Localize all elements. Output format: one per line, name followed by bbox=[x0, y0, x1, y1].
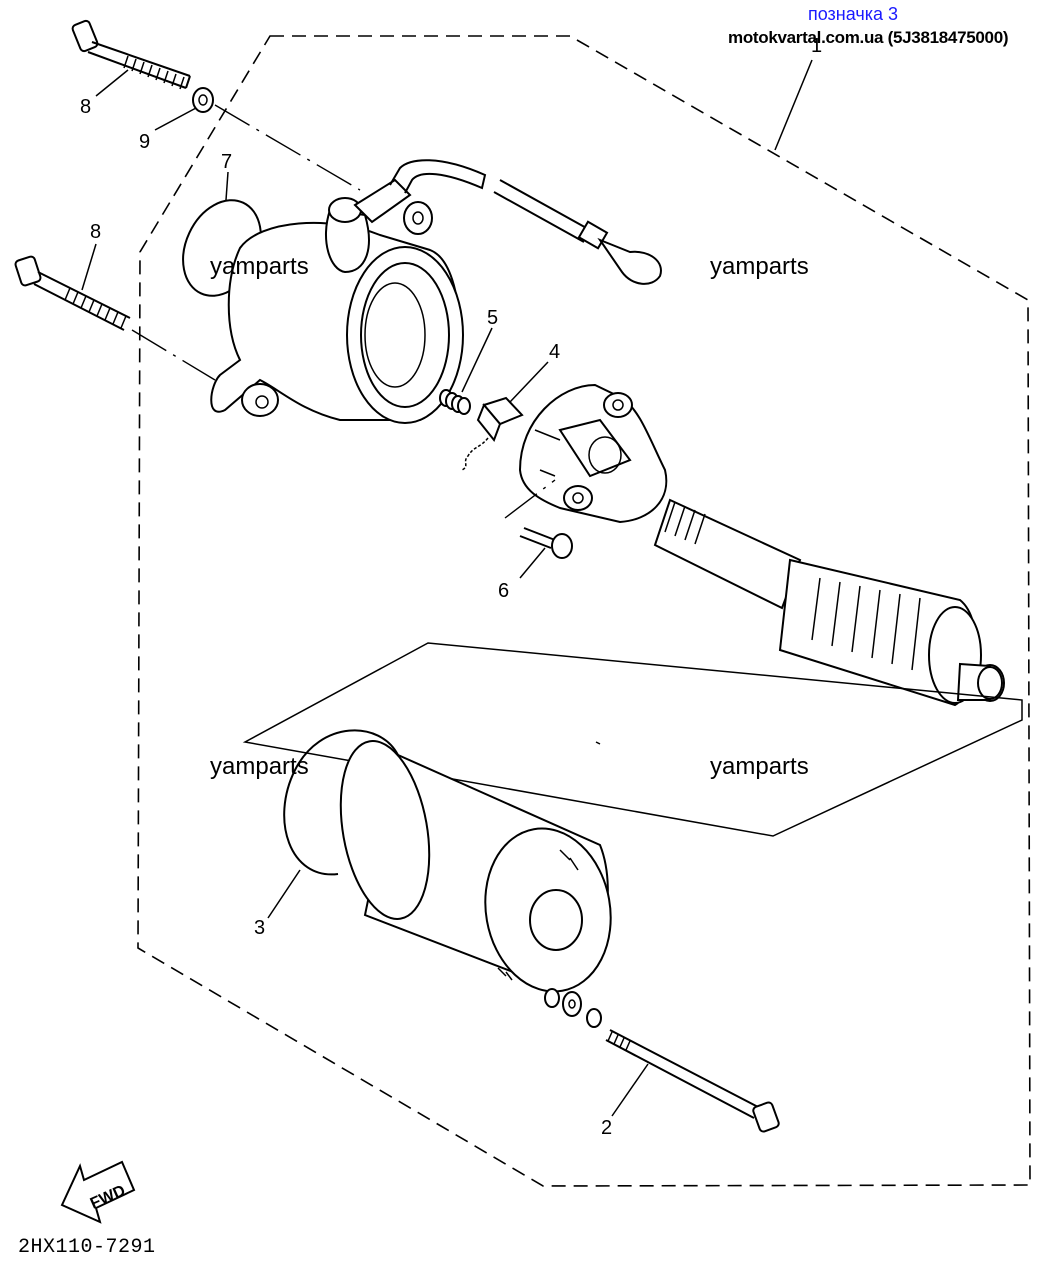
callout-1: 1 bbox=[811, 35, 822, 57]
leader-4 bbox=[509, 361, 549, 403]
diagram-code: 2HX110-7291 bbox=[18, 1236, 156, 1259]
axis-plate bbox=[504, 479, 556, 519]
bolt-2 bbox=[605, 1029, 780, 1133]
leader-3 bbox=[267, 869, 301, 919]
watermark: yamparts bbox=[210, 253, 309, 280]
leader-2 bbox=[611, 1063, 649, 1117]
callout-9: 9 bbox=[139, 131, 150, 153]
leader-6 bbox=[519, 547, 546, 579]
callout-2: 2 bbox=[601, 1117, 612, 1139]
callout-7: 7 bbox=[221, 151, 232, 173]
washer-9 bbox=[192, 87, 214, 113]
callout-4: 4 bbox=[549, 341, 560, 363]
leader-8a bbox=[95, 69, 129, 97]
axis-bolt-top bbox=[214, 104, 361, 191]
lead-wire bbox=[493, 179, 662, 285]
callout-8-left: 8 bbox=[90, 221, 101, 243]
bolt-8-top bbox=[71, 19, 191, 90]
leader-1 bbox=[774, 59, 813, 151]
axis-bolt-left bbox=[131, 329, 216, 381]
washers-bolt-2 bbox=[544, 988, 602, 1028]
leader-7 bbox=[225, 171, 229, 201]
fwd-arrow: FWD bbox=[60, 1160, 136, 1224]
watermark: yamparts bbox=[710, 253, 809, 280]
yoke-outline bbox=[242, 642, 1023, 837]
fwd-label: FWD bbox=[88, 1182, 128, 1212]
header-source: motokvartal.com.ua (5J3818475000) bbox=[728, 28, 1009, 47]
header-title: позначка 3 bbox=[808, 4, 899, 24]
armature bbox=[653, 498, 1005, 707]
screw-6 bbox=[519, 527, 573, 559]
bolt-8-left bbox=[14, 255, 131, 331]
o-ring-3 bbox=[283, 729, 399, 876]
front-cover bbox=[210, 159, 487, 424]
leader-8b bbox=[81, 243, 97, 291]
callout-3: 3 bbox=[254, 917, 265, 939]
callout-6: 6 bbox=[498, 580, 509, 602]
spring-5 bbox=[439, 389, 471, 415]
brush-holder-plate bbox=[518, 383, 668, 524]
yoke-divider bbox=[595, 741, 601, 745]
leader-9 bbox=[154, 107, 197, 131]
brush-4 bbox=[461, 396, 524, 471]
watermark: yamparts bbox=[710, 753, 809, 780]
callout-8-top: 8 bbox=[80, 96, 91, 118]
yoke bbox=[339, 740, 612, 993]
callout-5: 5 bbox=[487, 307, 498, 329]
leader-5 bbox=[461, 327, 493, 393]
watermark: yamparts bbox=[210, 753, 309, 780]
